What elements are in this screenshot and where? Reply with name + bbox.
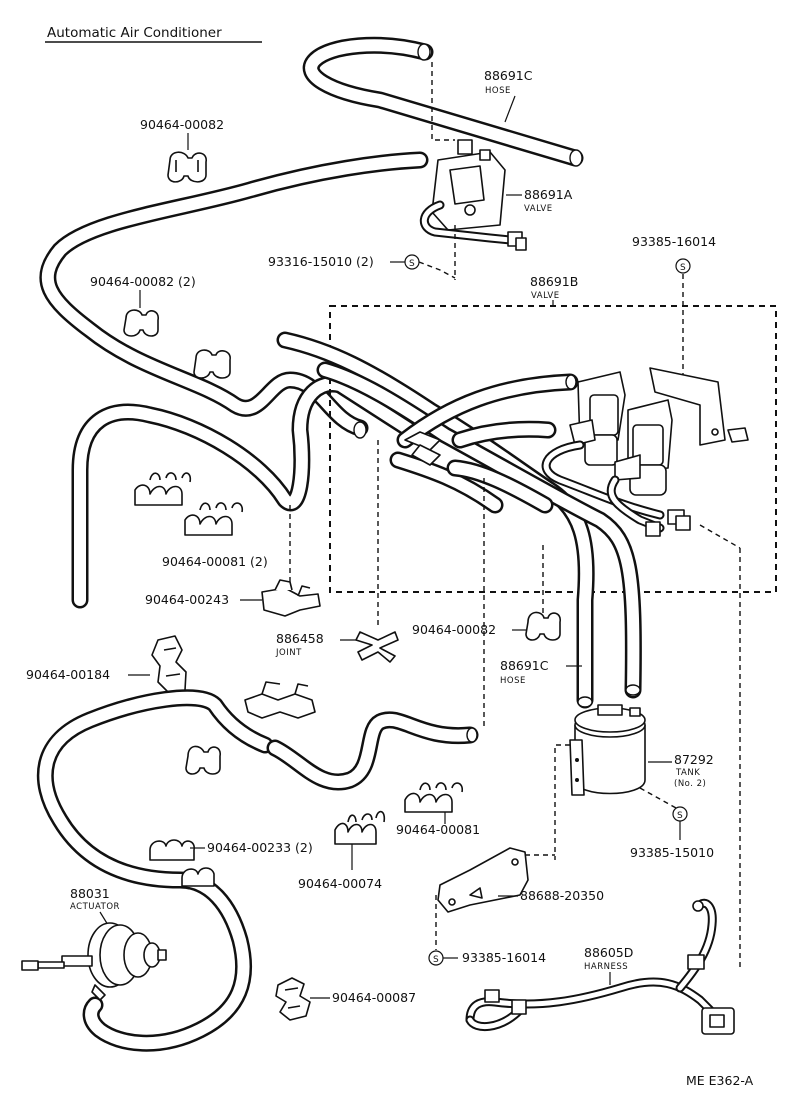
- valve-a-number: 88691A: [524, 187, 573, 202]
- hose-top-name: HOSE: [485, 86, 511, 96]
- clip-233-b: [181, 867, 215, 887]
- tank-qualifier: (No. 2): [674, 779, 706, 789]
- svg-text:S: S: [433, 955, 439, 965]
- clip-81-row2: [184, 502, 244, 536]
- clip-243: [261, 579, 321, 617]
- clip-243-label: 90464-00243: [145, 592, 229, 607]
- svg-text:S: S: [409, 259, 415, 269]
- valve-b-solenoids: [541, 367, 749, 537]
- clip-74: [334, 810, 386, 845]
- svg-text:S: S: [680, 263, 686, 273]
- screw-symbol-valve-b: S: [675, 258, 691, 274]
- valve-a-name: VALVE: [524, 204, 553, 214]
- clip-top2-label: 90464-00082 (2): [90, 274, 196, 289]
- leader-tank-bracket: [554, 744, 570, 860]
- joint-number: 886458: [276, 631, 324, 646]
- screw-symbol-tank: S: [672, 806, 688, 822]
- actuator-name: ACTUATOR: [70, 902, 120, 912]
- valve-88691a: [419, 139, 527, 251]
- hose-mid-name: HOSE: [500, 676, 526, 686]
- joint-886458: [355, 631, 399, 663]
- screw-valve-b-label: 93385-16014: [632, 234, 716, 249]
- bracket-88688-20350: [437, 847, 529, 913]
- hose-top-leader: [504, 95, 516, 123]
- leader-harness-top: [699, 524, 741, 549]
- screw-symbol-bracket: S: [428, 950, 444, 966]
- valve-b-number: 88691B: [530, 274, 578, 289]
- screw-symbol-valve-a: S: [404, 254, 420, 270]
- clip-87: [275, 977, 311, 1021]
- clip-81: [404, 782, 464, 813]
- clip-184-label: 90464-00184: [26, 667, 110, 682]
- clip-184: [151, 635, 187, 695]
- screw-valve-a-label: 93316-15010 (2): [268, 254, 374, 269]
- clip-top: [167, 151, 207, 183]
- leader-hose-valve: [431, 62, 455, 141]
- screw-valve-a-dash: [418, 261, 456, 279]
- hoses-center: [276, 331, 642, 709]
- svg-text:S: S: [677, 811, 683, 821]
- clip-lower-a: [244, 681, 316, 719]
- hose-top-number: 88691C: [484, 68, 533, 83]
- actuator-88031: [21, 922, 167, 1001]
- hose-long-left: [39, 151, 429, 439]
- clip-233-label: 90464-00233 (2): [207, 840, 313, 855]
- joint-name: JOINT: [275, 648, 302, 658]
- valve-b-name: VALVE: [531, 291, 560, 301]
- actuator-number: 88031: [70, 886, 110, 901]
- screw-bracket-label: 93385-16014: [462, 950, 546, 965]
- joint-in-box: [404, 431, 441, 466]
- clip-81-row1: [134, 472, 192, 506]
- tank-number: 87292: [674, 752, 714, 767]
- bracket-number: 88688-20350: [520, 888, 604, 903]
- leader-tank-screw: [639, 787, 677, 809]
- hose-mid-number: 88691C: [500, 658, 549, 673]
- clip-lower-b: [185, 745, 221, 775]
- harness-name: HARNESS: [584, 962, 628, 972]
- harness-88605d: [465, 898, 735, 1035]
- tank-name: TANK: [675, 768, 700, 778]
- clip-74-label: 90464-00074: [298, 876, 382, 891]
- clip-233-a: [149, 839, 195, 861]
- clip-top2-b: [193, 349, 231, 379]
- diagram-title: Automatic Air Conditioner: [47, 25, 222, 41]
- clip-82-mid-label: 90464-00082: [412, 622, 496, 637]
- clip-87-label: 90464-00087: [332, 990, 416, 1005]
- clip-81-label: 90464-00081: [396, 822, 480, 837]
- clip-top-label: 90464-00082: [140, 117, 224, 132]
- tank-87292: [569, 704, 646, 796]
- clip-81-2-label: 90464-00081 (2): [162, 554, 268, 569]
- hose-88691c-top: [302, 36, 584, 167]
- clip-82-mid: [525, 611, 561, 641]
- hose-left-loop: [71, 375, 419, 609]
- hose-lower: [36, 689, 479, 1052]
- harness-number: 88605D: [584, 945, 633, 960]
- screw-tank-label: 93385-15010: [630, 845, 714, 860]
- figure-code: ME E362-A: [686, 1073, 754, 1088]
- clip-top2-a: [123, 309, 159, 337]
